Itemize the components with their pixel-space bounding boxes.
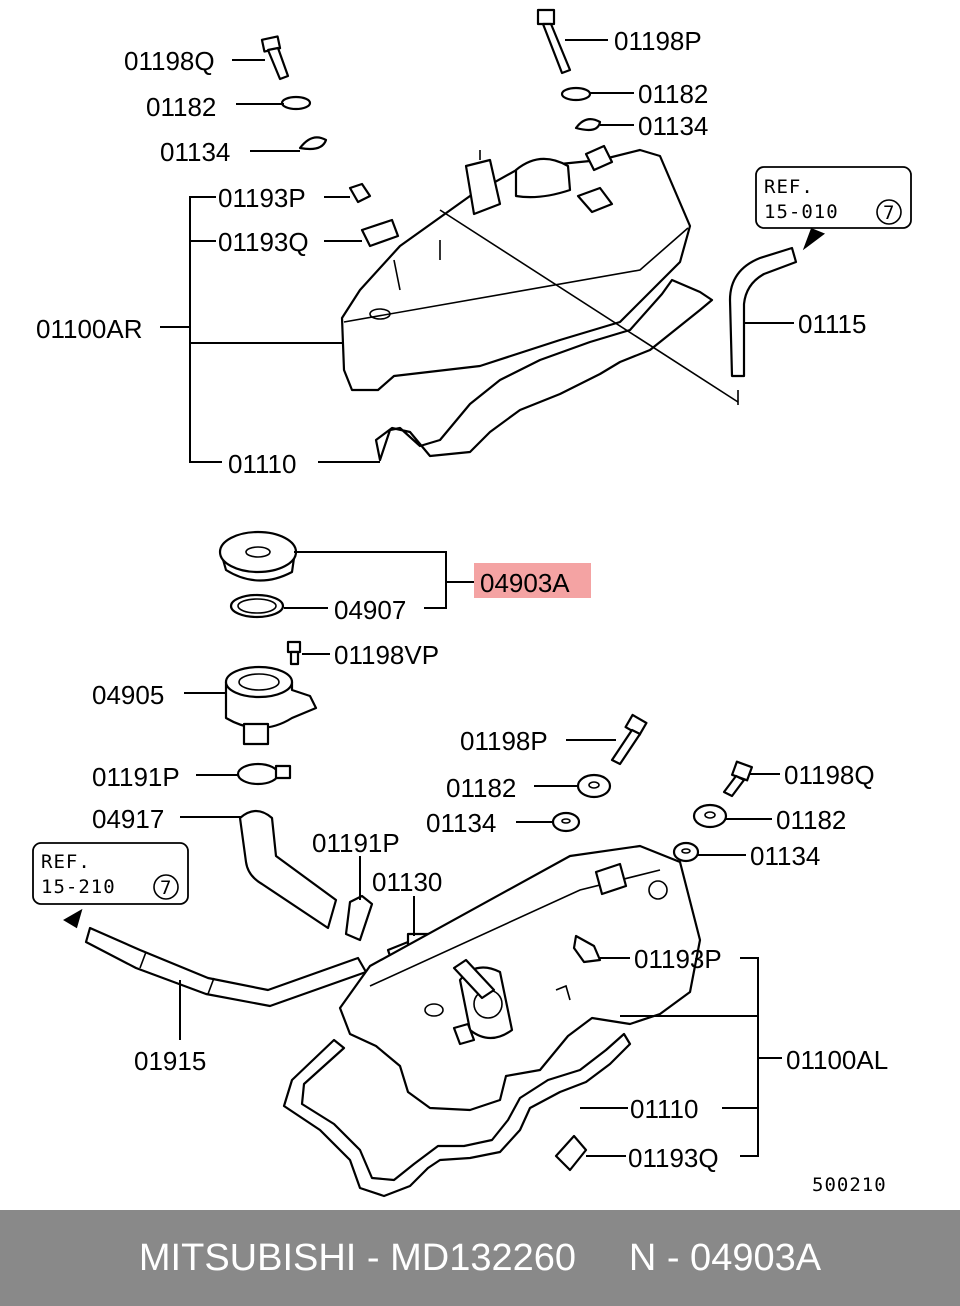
bolt-01198p-mid-part — [610, 713, 648, 766]
label-01134-mid: 01134 — [426, 808, 496, 838]
svg-text:REF.: REF. — [41, 851, 91, 873]
label-04907: 04907 — [334, 595, 406, 625]
label-01198q-r: 01198Q — [784, 760, 875, 790]
hose-04917-part — [238, 809, 338, 930]
label-01193p: 01193P — [218, 183, 306, 213]
label-01193q: 01193Q — [218, 227, 309, 257]
label-01198q: 01198Q — [124, 46, 215, 76]
filler-neck-04905-part — [224, 665, 318, 746]
bolt-01198q-r-part — [722, 760, 754, 798]
label-01198p-mid: 01198P — [460, 726, 548, 756]
hose-01915-part — [84, 926, 368, 1008]
label-01100al: 01100AL — [786, 1045, 888, 1075]
clamp-01191p-part — [236, 762, 292, 786]
label-01134: 01134 — [160, 137, 230, 167]
label-01100ar: 01100AR — [36, 314, 143, 344]
rocker-cover-bottom-part — [338, 844, 702, 1112]
washer-01182-r-part — [692, 803, 728, 829]
clamp-01191p-b-part — [344, 894, 374, 942]
label-01182-r: 01182 — [776, 805, 846, 835]
label-01134-r: 01134 — [750, 841, 820, 871]
washer-01182-top-part — [560, 86, 592, 102]
ref-box-bottom: REF. 15-210 7 — [32, 842, 189, 905]
ref-box-top: REF. 15-010 7 — [755, 166, 912, 229]
label-01130: 01130 — [372, 867, 442, 897]
gasket-top-part — [374, 278, 714, 462]
clip-01193q-part — [360, 218, 400, 248]
label-01182-top: 01182 — [638, 79, 708, 109]
label-01191p-b: 01191P — [312, 828, 400, 858]
svg-text:REF.: REF. — [764, 176, 814, 198]
hose-01115-part — [728, 246, 798, 378]
oil-filler-cap-part — [218, 530, 298, 582]
label-01198p-top: 01198P — [614, 26, 702, 56]
label-01193q-r: 01193Q — [628, 1143, 719, 1173]
bolt-01198p-top-part — [536, 8, 572, 75]
label-01198vp: 01198VP — [334, 640, 439, 670]
footer-ref: N - 04903A — [628, 1236, 822, 1279]
washer-01182-mid-part — [576, 773, 612, 799]
label-01110-r: 01110 — [630, 1094, 698, 1124]
label-04905: 04905 — [92, 680, 164, 710]
svg-text:7: 7 — [883, 202, 895, 224]
svg-text:7: 7 — [160, 877, 172, 899]
label-01182-mid: 01182 — [446, 773, 516, 803]
svg-text:15-210: 15-210 — [41, 876, 116, 898]
label-01182: 01182 — [146, 92, 216, 122]
label-01134-top: 01134 — [638, 111, 708, 141]
label-01193p-r: 01193P — [634, 944, 722, 974]
label-04903a: 04903A — [480, 568, 570, 598]
label-01110: 01110 — [228, 449, 296, 479]
parts-diagram: 01198Q 01182 01134 01193P 01193Q 01100AR… — [32, 8, 912, 1198]
label-01915: 01915 — [134, 1046, 206, 1076]
clip-01193p-part — [348, 182, 372, 204]
highlight-04903a — [474, 563, 591, 598]
label-01191p: 01191P — [92, 762, 180, 792]
label-01115: 01115 — [798, 309, 866, 339]
clip-01193q-r-part — [554, 1134, 588, 1172]
seal-01134-top-part — [574, 117, 602, 132]
rocker-cover-top-part — [340, 144, 692, 392]
washer-01182-part — [280, 95, 312, 111]
footer-banner: MITSUBISHI - MD132260 N - 04903A — [0, 1210, 960, 1306]
label-04917: 04917 — [92, 804, 164, 834]
clip-01193p-r-part — [572, 934, 602, 964]
seal-01134-mid-part — [551, 811, 581, 833]
svg-text:15-010: 15-010 — [764, 201, 839, 223]
gasket-bottom-part — [282, 1032, 632, 1198]
bolt-01198q-part — [260, 35, 290, 81]
bolt-01198vp-part — [286, 640, 302, 666]
seal-01134-part — [298, 136, 328, 151]
seal-01134-r-part — [672, 841, 700, 863]
diagram-code: 500210 — [812, 1174, 887, 1196]
footer-brand-part: MITSUBISHI - MD132260 — [138, 1236, 577, 1279]
